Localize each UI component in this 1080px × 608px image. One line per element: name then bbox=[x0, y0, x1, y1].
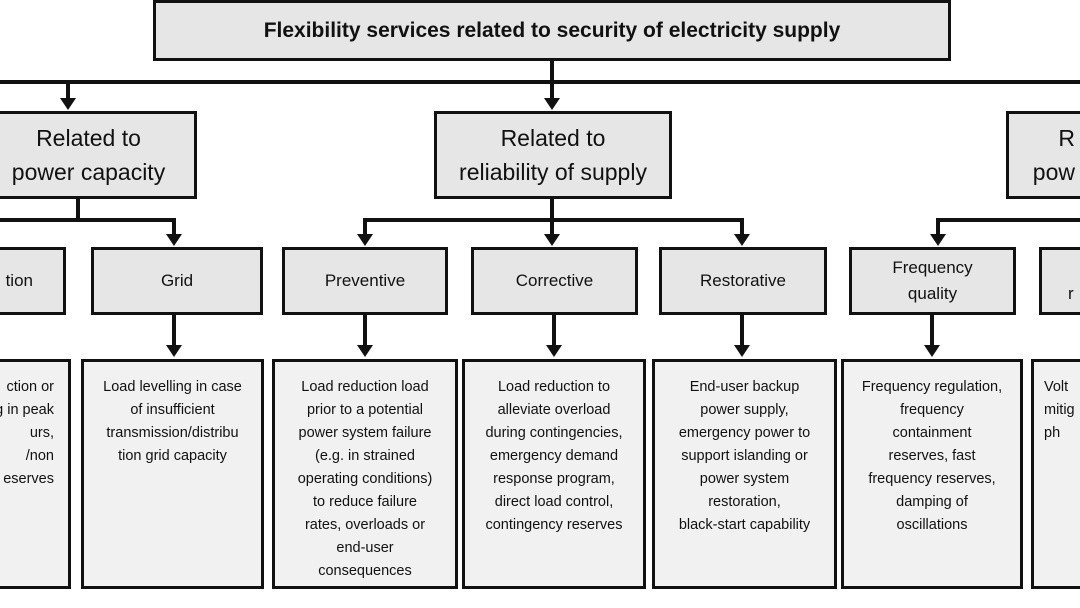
connector bbox=[740, 314, 744, 346]
arrow-icon bbox=[166, 345, 182, 357]
connector bbox=[363, 314, 367, 346]
arrow-icon bbox=[734, 234, 750, 246]
subcategory-right-partial: r bbox=[1039, 247, 1080, 315]
subcategory-label: r bbox=[1068, 284, 1074, 303]
category-label: Related to reliability of supply bbox=[459, 125, 647, 185]
arrow-icon bbox=[930, 234, 946, 246]
description-text: End-user backup power supply, emergency … bbox=[678, 379, 811, 533]
arrow-icon bbox=[734, 345, 750, 357]
connector bbox=[363, 218, 367, 236]
subcategory-label: Corrective bbox=[515, 271, 594, 290]
arrow-icon bbox=[357, 234, 373, 246]
subcategory-grid: Grid bbox=[91, 247, 263, 315]
description-grid: Load levelling in case of insufficient t… bbox=[81, 359, 264, 589]
connector bbox=[740, 218, 744, 236]
left-bus-line bbox=[0, 218, 176, 222]
subcategory-label: Frequency quality bbox=[892, 258, 973, 303]
arrow-icon bbox=[546, 345, 562, 357]
description-text: Load reduction to alleviate overload dur… bbox=[485, 379, 623, 533]
description-corrective: Load reduction to alleviate overload dur… bbox=[462, 359, 646, 589]
subcategory-label: Grid bbox=[160, 271, 194, 290]
subcategory-frequency-quality: Frequency quality bbox=[849, 247, 1016, 315]
trunk-line bbox=[550, 60, 554, 84]
description-preventive: Load reduction load prior to a potential… bbox=[272, 359, 458, 589]
right-bus-line bbox=[936, 218, 1080, 222]
connector bbox=[552, 314, 556, 346]
connector bbox=[66, 80, 70, 100]
subcategory-label: tion bbox=[5, 271, 33, 290]
category-label: R pow bbox=[1032, 125, 1075, 185]
top-bus-line bbox=[0, 80, 1080, 84]
arrow-icon bbox=[357, 345, 373, 357]
subcategory-label: Restorative bbox=[700, 271, 786, 290]
connector bbox=[550, 218, 554, 236]
title-text: Flexibility services related to security… bbox=[263, 18, 841, 42]
description-text: Volt mitig ph bbox=[1044, 379, 1075, 441]
connector bbox=[930, 314, 934, 346]
description-restorative: End-user backup power supply, emergency … bbox=[652, 359, 837, 589]
description-text: Load levelling in case of insufficient t… bbox=[103, 379, 242, 464]
description-right-partial: Volt mitig ph bbox=[1031, 359, 1080, 589]
connector bbox=[76, 198, 80, 221]
connector bbox=[172, 314, 176, 346]
arrow-icon bbox=[544, 98, 560, 110]
description-text: Load reduction load prior to a potential… bbox=[297, 379, 433, 579]
description-left-partial: ction or g in peak urs, /non eserves bbox=[0, 359, 71, 589]
diagram-title: Flexibility services related to security… bbox=[153, 0, 951, 61]
arrow-icon bbox=[544, 234, 560, 246]
subcategory-corrective: Corrective bbox=[471, 247, 638, 315]
subcategory-label: Preventive bbox=[324, 271, 406, 290]
connector bbox=[550, 80, 554, 100]
description-text: ction or g in peak urs, /non eserves bbox=[0, 379, 54, 487]
connector bbox=[172, 218, 176, 236]
arrow-icon bbox=[924, 345, 940, 357]
arrow-icon bbox=[166, 234, 182, 246]
description-text: Frequency regulation, frequency containm… bbox=[861, 379, 1003, 533]
description-frequency-quality: Frequency regulation, frequency containm… bbox=[841, 359, 1023, 589]
subcategory-preventive: Preventive bbox=[282, 247, 448, 315]
category-right-partial: R pow bbox=[1006, 111, 1080, 199]
connector bbox=[936, 218, 940, 236]
subcategory-left-partial: tion bbox=[0, 247, 66, 315]
connector bbox=[550, 188, 554, 221]
arrow-icon bbox=[60, 98, 76, 110]
category-reliability-of-supply: Related to reliability of supply bbox=[434, 111, 672, 199]
subcategory-restorative: Restorative bbox=[659, 247, 827, 315]
category-label: Related to power capacity bbox=[11, 125, 166, 185]
category-power-capacity: Related to power capacity bbox=[0, 111, 197, 199]
